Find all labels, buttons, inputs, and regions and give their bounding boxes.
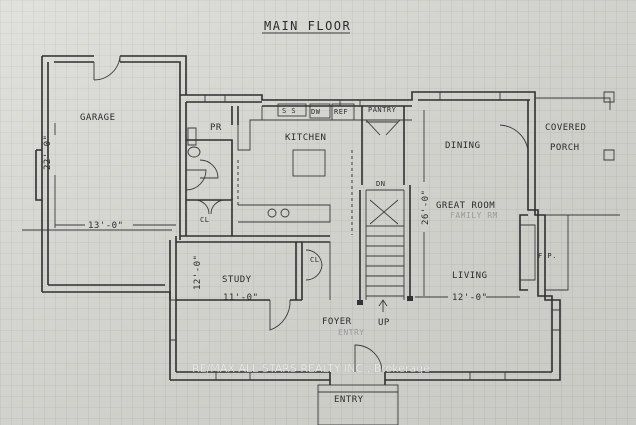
cl-kitchen-label: CL [200, 216, 209, 224]
fp-label: F.P. [538, 252, 557, 260]
stairs-down-label: DN [376, 180, 385, 188]
plan-title: MAIN FLOOR [264, 19, 351, 33]
living-label: LIVING [452, 271, 488, 281]
pr-label: PR [210, 123, 222, 133]
study-label: STUDY [222, 275, 252, 285]
foyer-label: FOYER [322, 317, 352, 327]
sink-label: S S [282, 107, 296, 115]
study-depth-dim: 12'-0" [193, 254, 203, 290]
study-walls [176, 235, 331, 331]
porch-door [499, 124, 529, 151]
garage-depth-dim: 22'-0" [43, 134, 53, 170]
great-room-label: GREAT ROOM [436, 201, 495, 211]
covered-porch [535, 91, 620, 216]
pantry-label: PANTRY [368, 106, 397, 114]
foyer-faint-label: ENTRY [338, 328, 365, 337]
pantry [361, 106, 405, 185]
dining-label: DINING [445, 141, 481, 151]
entry-door [317, 344, 399, 425]
cl-study-label: CL [310, 256, 319, 264]
covered-label: COVERED [545, 123, 586, 133]
closet-kitchen [186, 199, 233, 236]
dw-label: DW [311, 108, 321, 116]
garage-label: GARAGE [80, 113, 116, 123]
ref-label: REF [334, 108, 348, 116]
exterior-walls [169, 91, 561, 381]
stairs [357, 185, 413, 312]
brokerage-watermark: RE/MAX ALL-STARS REALTY INC., Brokerage [192, 362, 430, 375]
garage-width-dim: 13'-0" [88, 221, 124, 231]
great-room-depth-dim: 26'-0" [421, 189, 431, 225]
stairs-up-label: UP [378, 318, 390, 328]
windows [170, 92, 560, 380]
kitchen-cabinets: S S DW REF [237, 103, 412, 235]
entry-label: ENTRY [334, 395, 364, 405]
study-width-dim: 11'-0" [223, 293, 259, 303]
kitchen-island [292, 149, 326, 177]
kitchen-label: KITCHEN [285, 133, 326, 143]
porch-label: PORCH [550, 143, 580, 153]
living-width-dim: 12'-0" [452, 293, 488, 303]
great-room-faint-label: FAMILY RM [450, 211, 498, 220]
